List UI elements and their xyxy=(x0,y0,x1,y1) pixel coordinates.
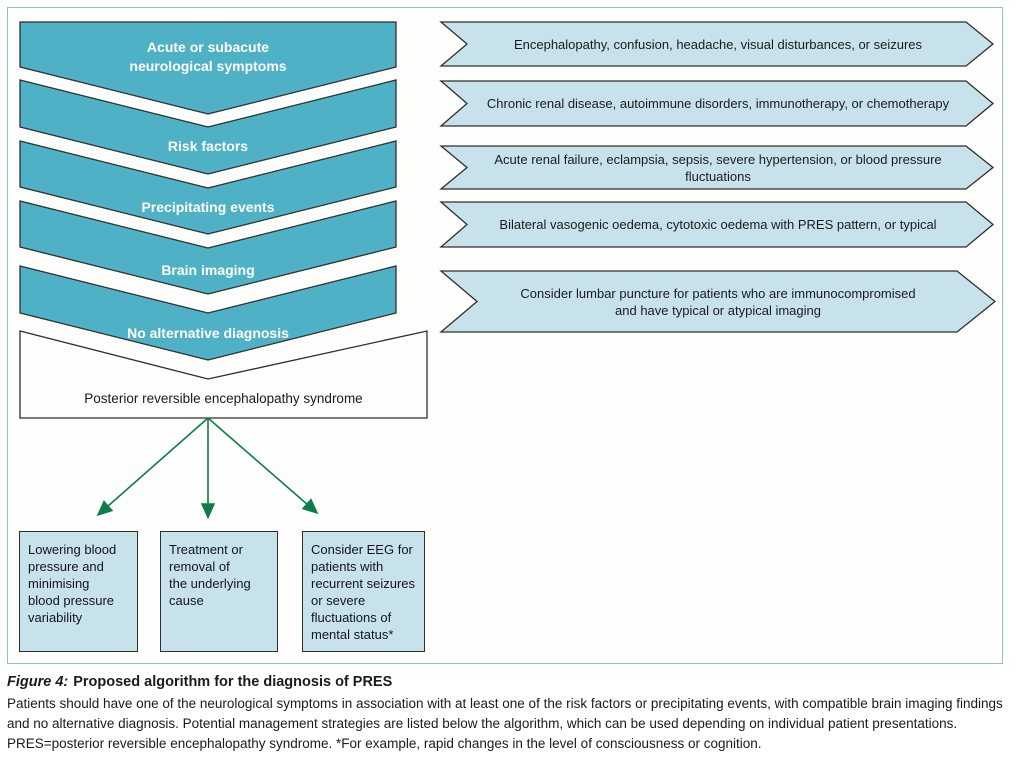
detail-label-4: Bilateral vasogenic oedema, cytotoxic oe… xyxy=(499,217,937,232)
outcome-label: Posterior reversible encephalopathy synd… xyxy=(84,391,363,406)
step-label-3: Precipitating events xyxy=(141,199,275,215)
detail-label-1: Encephalopathy, confusion, headache, vis… xyxy=(513,36,923,52)
step-chevron-1 xyxy=(19,21,397,115)
figure-caption: Figure 4:Proposed algorithm for the diag… xyxy=(7,674,1009,754)
step-label-4: Brain imaging xyxy=(161,262,255,278)
detail-banner-3 xyxy=(439,145,995,190)
management-box-3: Consider EEG for patients with recurrent… xyxy=(302,531,425,652)
arrow-right xyxy=(207,417,319,515)
detail-label-5: Consider lumbar puncture for patients wh… xyxy=(520,285,916,318)
caption-title: Proposed algorithm for the diagnosis of … xyxy=(73,674,393,690)
step-label-5: No alternative diagnosis xyxy=(127,325,289,341)
detail-label-2: Chronic renal disease, autoimmune disord… xyxy=(486,96,950,111)
step-label-1: Acute or subacute neurological symptoms xyxy=(129,39,287,74)
detail-banner-1 xyxy=(439,21,995,67)
caption-body: Patients should have one of the neurolog… xyxy=(7,696,1003,751)
caption-figure-label: Figure 4: xyxy=(7,674,69,690)
caption-heading: Figure 4:Proposed algorithm for the diag… xyxy=(7,674,1009,690)
step-chevron-3 xyxy=(19,140,397,235)
detail-banner-2 xyxy=(439,80,995,127)
detail-banner-4 xyxy=(439,201,995,248)
arrow-left xyxy=(96,417,209,517)
step-chevron-4 xyxy=(19,200,397,295)
step-chevron-5 xyxy=(19,265,397,361)
management-box-1: Lowering blood pressure and minimising b… xyxy=(19,531,138,652)
outcome-box xyxy=(19,330,428,419)
step-label-2: Risk factors xyxy=(167,138,249,154)
step-chevron-2 xyxy=(19,79,397,175)
detail-banner-5 xyxy=(439,270,997,333)
management-box-2: Treatment or removal of the underlying c… xyxy=(160,531,278,652)
detail-label-3: Acute renal failure, eclampsia, sepsis, … xyxy=(494,151,942,184)
